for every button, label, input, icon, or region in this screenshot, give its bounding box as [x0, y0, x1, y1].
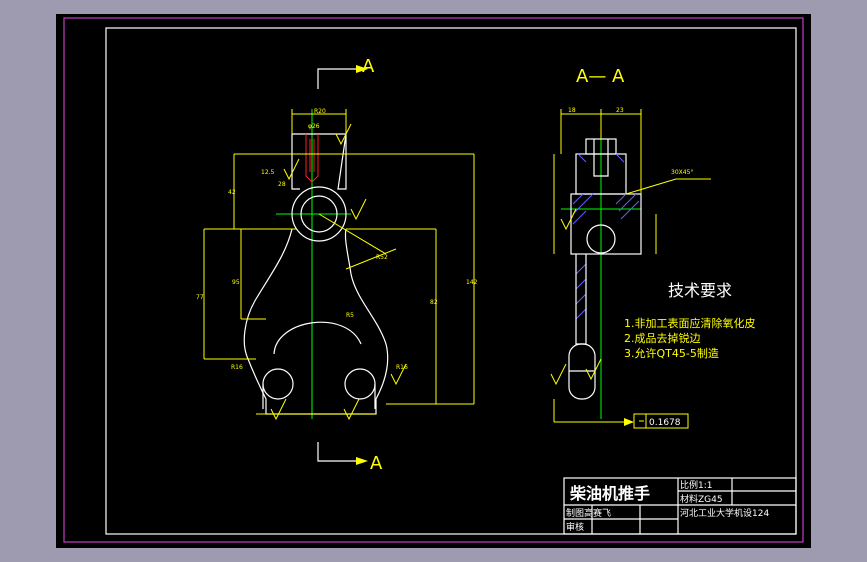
body-outline: [243, 228, 389, 415]
dim-r16: R16: [231, 364, 243, 371]
front-view: R20 φ26 12.5 28 42 R52 R5 142 82 95 77 R…: [196, 65, 478, 465]
dim-top-width: R20: [314, 108, 326, 115]
dim-23: 23: [616, 107, 624, 114]
dim-r52: R52: [376, 254, 388, 261]
dim-r16b: R16: [396, 364, 408, 371]
top-boss-outline: [291, 133, 347, 190]
section-arrow-top: [317, 68, 356, 89]
tech-req-item-1: 1.非加工表面应清除氧化皮: [624, 316, 756, 330]
tech-req-item-2: 2.成品去掉锐边: [624, 331, 701, 345]
flatness-frame: [633, 413, 689, 429]
roughness-symbol: [283, 158, 300, 181]
dim-h82: 82: [430, 299, 438, 306]
dim-h77: 77: [196, 294, 204, 301]
drawing-canvas: R20 φ26 12.5 28 42 R52 R5 142 82 95 77 R…: [63, 17, 804, 543]
section-mark-top: A: [362, 56, 375, 77]
dim-hole-dia: φ26: [308, 123, 320, 130]
dim-roughness: 12.5: [261, 169, 275, 176]
dim-h95: 95: [232, 279, 240, 286]
inner-border: [105, 27, 797, 535]
section-mark-bottom: A: [370, 453, 383, 474]
section-arrow-bottom: [317, 442, 356, 462]
material-label: 材料ZG45: [680, 493, 723, 505]
dim-18: 18: [568, 107, 576, 114]
drawn-by: 制图高赛飞: [566, 507, 611, 519]
dim-r42: 42: [228, 189, 236, 196]
reviewer: 审核: [566, 521, 584, 533]
hidden-slot: [305, 134, 319, 183]
eye-outer: [291, 186, 347, 242]
central-arc: [273, 321, 362, 355]
title-block: 柴油机推手 比例1:1 材料ZG45 制图高赛飞 审核 河北工业大学机设124: [563, 477, 797, 535]
organization: 河北工业大学机设124: [680, 507, 769, 519]
scale-label: 比例1:1: [680, 479, 713, 491]
dim-r52b: R5: [346, 312, 354, 319]
drawing-sheet: R20 φ26 12.5 28 42 R52 R5 142 82 95 77 R…: [56, 14, 811, 548]
tech-req-title: 技术要求: [668, 281, 732, 300]
section-block: [570, 193, 642, 255]
note-chamfer: 30X45°: [671, 169, 693, 176]
dim-side-a: 28: [278, 181, 286, 188]
part-name: 柴油机推手: [569, 484, 650, 503]
outer-border: [63, 17, 804, 543]
tech-req-item-3: 3.允许QT45-5制造: [624, 346, 719, 360]
dim-h142: 142: [466, 279, 478, 286]
section-title: A— A: [576, 66, 625, 87]
eye-inner: [300, 195, 338, 233]
section-view: 0.1678 18 23 30X45°: [550, 107, 711, 429]
flatness-value: 0.1678: [649, 418, 681, 428]
